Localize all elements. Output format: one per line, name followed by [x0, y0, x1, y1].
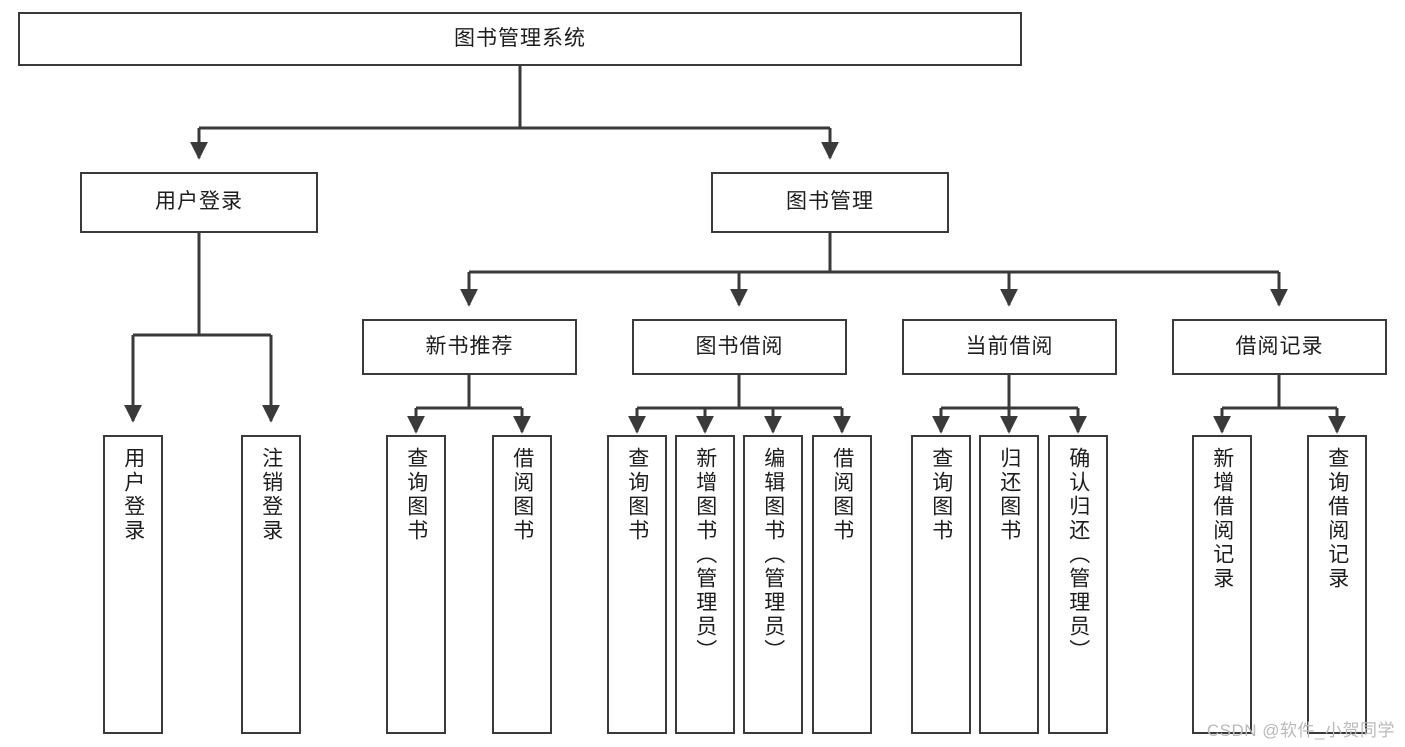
node-borrow-record[interactable]: 借阅记录 — [1172, 319, 1387, 375]
leaf-label: 借阅图书 — [830, 447, 854, 543]
leaf-book-borrow-edit[interactable]: 编辑图书（管理员） — [743, 435, 803, 734]
leaf-book-borrow-query[interactable]: 查询图书 — [607, 435, 667, 734]
leaf-label: 查询图书 — [404, 447, 428, 543]
node-current-borrow-label: 当前借阅 — [965, 334, 1054, 358]
leaf-label: 新增借阅记录 — [1210, 447, 1234, 591]
leaf-book-borrow-add[interactable]: 新增图书（管理员） — [675, 435, 735, 734]
node-user-login-label: 用户登录 — [155, 190, 243, 214]
leaf-book-borrow-borrow[interactable]: 借阅图书 — [812, 435, 872, 734]
node-user-login[interactable]: 用户登录 — [80, 172, 318, 233]
node-current-borrow[interactable]: 当前借阅 — [902, 319, 1117, 375]
node-root[interactable]: 图书管理系统 — [18, 12, 1022, 66]
leaf-user-login-login[interactable]: 用户登录 — [103, 435, 163, 734]
node-book-management-label: 图书管理 — [786, 190, 874, 214]
leaf-label: 用户登录 — [121, 447, 145, 543]
leaf-borrow-record-query[interactable]: 查询借阅记录 — [1307, 435, 1367, 734]
csdn-watermark: CSDN @软件_小贺同学 — [1206, 721, 1395, 740]
node-new-book-recommend[interactable]: 新书推荐 — [362, 319, 577, 375]
node-borrow-record-label: 借阅记录 — [1235, 334, 1324, 358]
leaf-user-login-logout[interactable]: 注销登录 — [241, 435, 301, 734]
leaf-label: 查询图书 — [929, 447, 953, 543]
node-book-borrow[interactable]: 图书借阅 — [632, 319, 847, 375]
leaf-borrow-record-add[interactable]: 新增借阅记录 — [1192, 435, 1252, 734]
leaf-label: 归还图书 — [997, 447, 1021, 543]
leaf-current-borrow-confirm[interactable]: 确认归还（管理员） — [1048, 435, 1108, 734]
node-root-label: 图书管理系统 — [454, 26, 586, 50]
leaf-new-book-query[interactable]: 查询图书 — [386, 435, 446, 734]
leaf-label: 注销登录 — [259, 447, 283, 543]
leaf-label: 新增图书（管理员） — [693, 447, 717, 663]
leaf-label: 编辑图书（管理员） — [761, 447, 785, 663]
leaf-label: 确认归还（管理员） — [1066, 447, 1090, 663]
node-new-book-recommend-label: 新书推荐 — [425, 334, 514, 358]
leaf-label: 查询图书 — [625, 447, 649, 543]
leaf-current-borrow-return[interactable]: 归还图书 — [979, 435, 1039, 734]
node-book-borrow-label: 图书借阅 — [695, 334, 784, 358]
node-book-management[interactable]: 图书管理 — [711, 172, 949, 233]
leaf-label: 借阅图书 — [510, 447, 534, 543]
leaf-label: 查询借阅记录 — [1325, 447, 1349, 591]
leaf-new-book-borrow[interactable]: 借阅图书 — [492, 435, 552, 734]
leaf-current-borrow-query[interactable]: 查询图书 — [911, 435, 971, 734]
